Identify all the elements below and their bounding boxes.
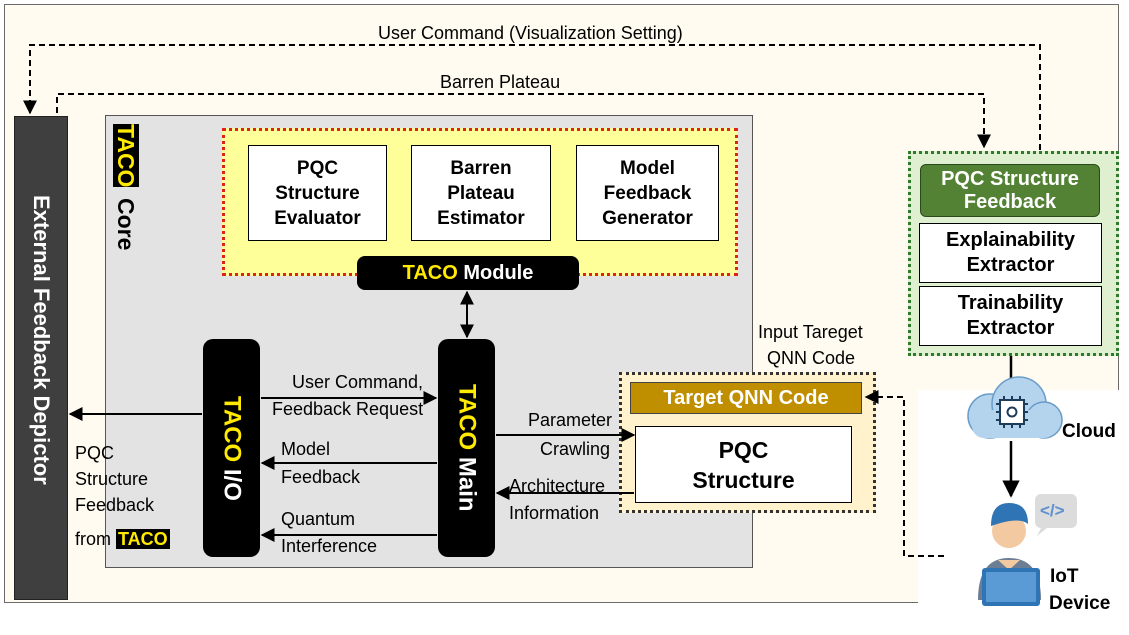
user-command-label: User Command (Visualization Setting) <box>378 23 683 43</box>
model-feedback-label-2: Feedback <box>281 467 361 487</box>
evaluator-line-2: Structure <box>275 182 360 204</box>
iot-label-1: IoT <box>1050 566 1079 587</box>
input-code-line <box>864 390 944 557</box>
cloud-label: Cloud <box>1062 421 1116 442</box>
generator-line-2: Feedback <box>603 182 692 204</box>
pqc-fb-brand: TACO <box>116 529 170 549</box>
estimator-line-2: Plateau <box>447 182 515 204</box>
target-qnn-title: Target QNN Code <box>630 382 862 414</box>
barren-plateau-line <box>56 93 991 149</box>
external-feedback-depictor: External Feedback Depictor <box>14 116 68 600</box>
param-crawl-label-1: Parameter <box>528 410 613 430</box>
barren-plateau-label: Barren Plateau <box>440 72 561 92</box>
taco-module-brand: TACO <box>402 261 458 284</box>
code-icon: </> <box>1040 501 1065 520</box>
feedback-title-line-1: PQC Structure <box>941 167 1079 190</box>
taco-io-pill: TACO I/O <box>203 339 260 557</box>
estimator-line-3: Estimator <box>437 207 525 229</box>
taco-core-label: Core <box>113 197 139 251</box>
external-depictor-label: External Feedback Depictor <box>29 195 54 485</box>
train-line-1: Trainability <box>957 292 1064 314</box>
iot-label-2: Device <box>1049 593 1111 614</box>
user-command-flow-label-2: Feedback Request <box>272 399 424 419</box>
input-code-label-2: QNN Code <box>767 348 856 368</box>
generator-line-1: Model <box>620 157 675 179</box>
cloud-icon <box>967 376 1063 439</box>
pqc-fb-label-3: Feedback <box>75 495 155 515</box>
generator-line-3: Generator <box>602 207 693 229</box>
explain-line-1: Explainability <box>946 229 1075 251</box>
pqc-fb-label-2: Structure <box>75 469 149 489</box>
user-command-line <box>23 44 1041 150</box>
taco-main-pill: TACO Main <box>438 339 495 557</box>
pqc-structure-line-1: PQC <box>718 436 769 463</box>
arch-info-label-1: Architecture <box>509 476 606 496</box>
taco-main-brand: TACO <box>453 384 481 451</box>
user-command-flow-label-1: User Command, <box>292 372 424 392</box>
evaluator-line-3: Evaluator <box>274 207 361 229</box>
taco-module-pill: TACO Module <box>357 256 579 290</box>
explain-line-2: Extractor <box>966 254 1055 276</box>
feedback-title-line-2: Feedback <box>963 190 1057 213</box>
arch-info-label-2: Information <box>509 503 600 523</box>
pqc-structure-line-2: Structure <box>692 466 795 493</box>
taco-module-label: Module <box>463 261 534 284</box>
taco-core-brand: TACO <box>113 124 139 188</box>
taco-io-brand: TACO <box>218 395 246 462</box>
taco-io-label: I/O <box>218 468 246 501</box>
taco-core-title: TACO Core <box>112 124 139 250</box>
pqc-fb-from: from <box>75 529 111 549</box>
evaluator-line-1: PQC <box>296 157 339 179</box>
pqc-fb-label-4: from TACO <box>75 528 170 550</box>
pqc-structure-box: PQC Structure <box>635 426 852 503</box>
train-line-2: Extractor <box>966 317 1055 339</box>
quantum-label-2: Interference <box>281 536 378 556</box>
input-code-label-1: Input Tareget <box>758 322 863 342</box>
estimator-line-1: Barren <box>450 157 512 179</box>
param-crawl-label-2: Crawling <box>540 439 611 459</box>
pqc-fb-label-1: PQC <box>75 443 115 463</box>
taco-main-label: Main <box>453 457 481 512</box>
model-feedback-label-1: Model <box>281 439 331 459</box>
quantum-label-1: Quantum <box>281 509 356 529</box>
iot-device-icon <box>978 494 1077 606</box>
